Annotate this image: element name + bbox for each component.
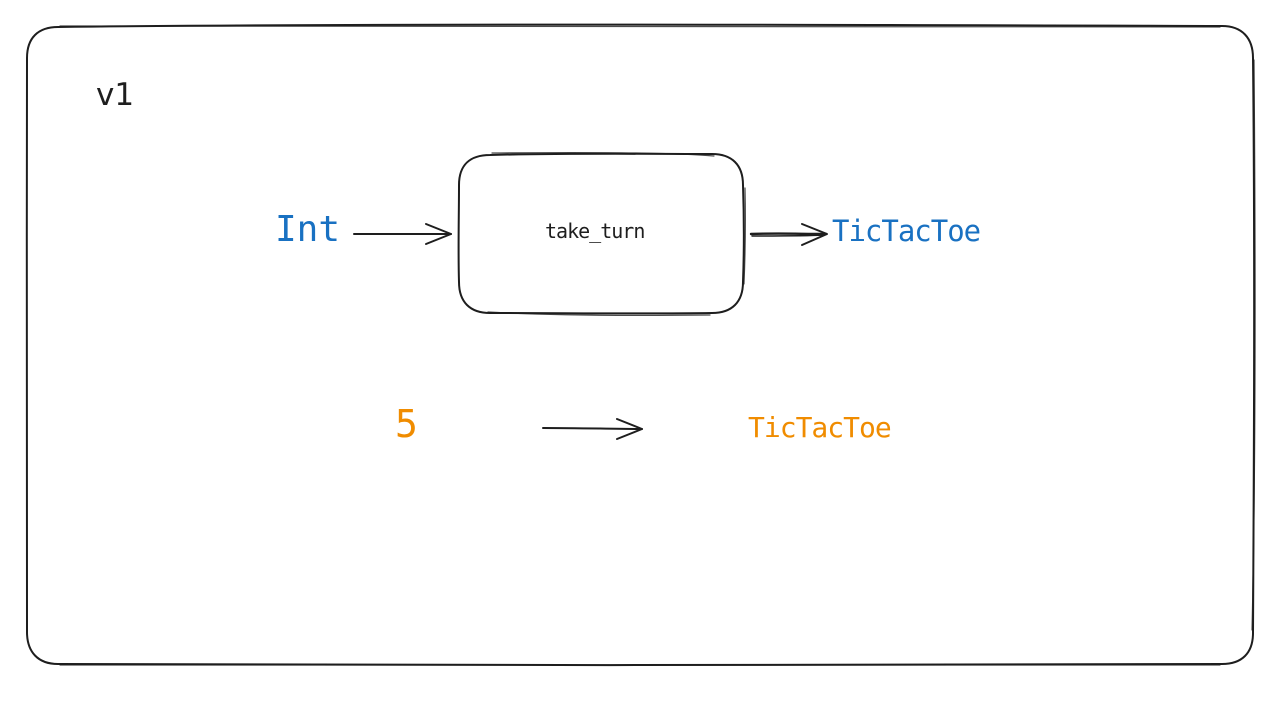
output-arrow-echo xyxy=(751,234,825,237)
input-arrow-head xyxy=(425,223,452,245)
example-arrow xyxy=(542,427,643,430)
version-label: v1 xyxy=(96,77,135,113)
example-input-value: 5 xyxy=(395,402,418,446)
input-type-label: Int xyxy=(275,209,341,250)
function-name-label: take_turn xyxy=(545,219,645,243)
output-arrow-head xyxy=(801,223,828,246)
example-output-value: TicTacToe xyxy=(748,411,892,444)
output-type-label: TicTacToe xyxy=(832,214,981,248)
outer-frame xyxy=(25,23,1256,667)
function-box xyxy=(457,152,745,315)
function-box-echo xyxy=(487,152,747,316)
outer-frame-echo xyxy=(59,24,1256,667)
example-arrow-head xyxy=(616,418,643,440)
